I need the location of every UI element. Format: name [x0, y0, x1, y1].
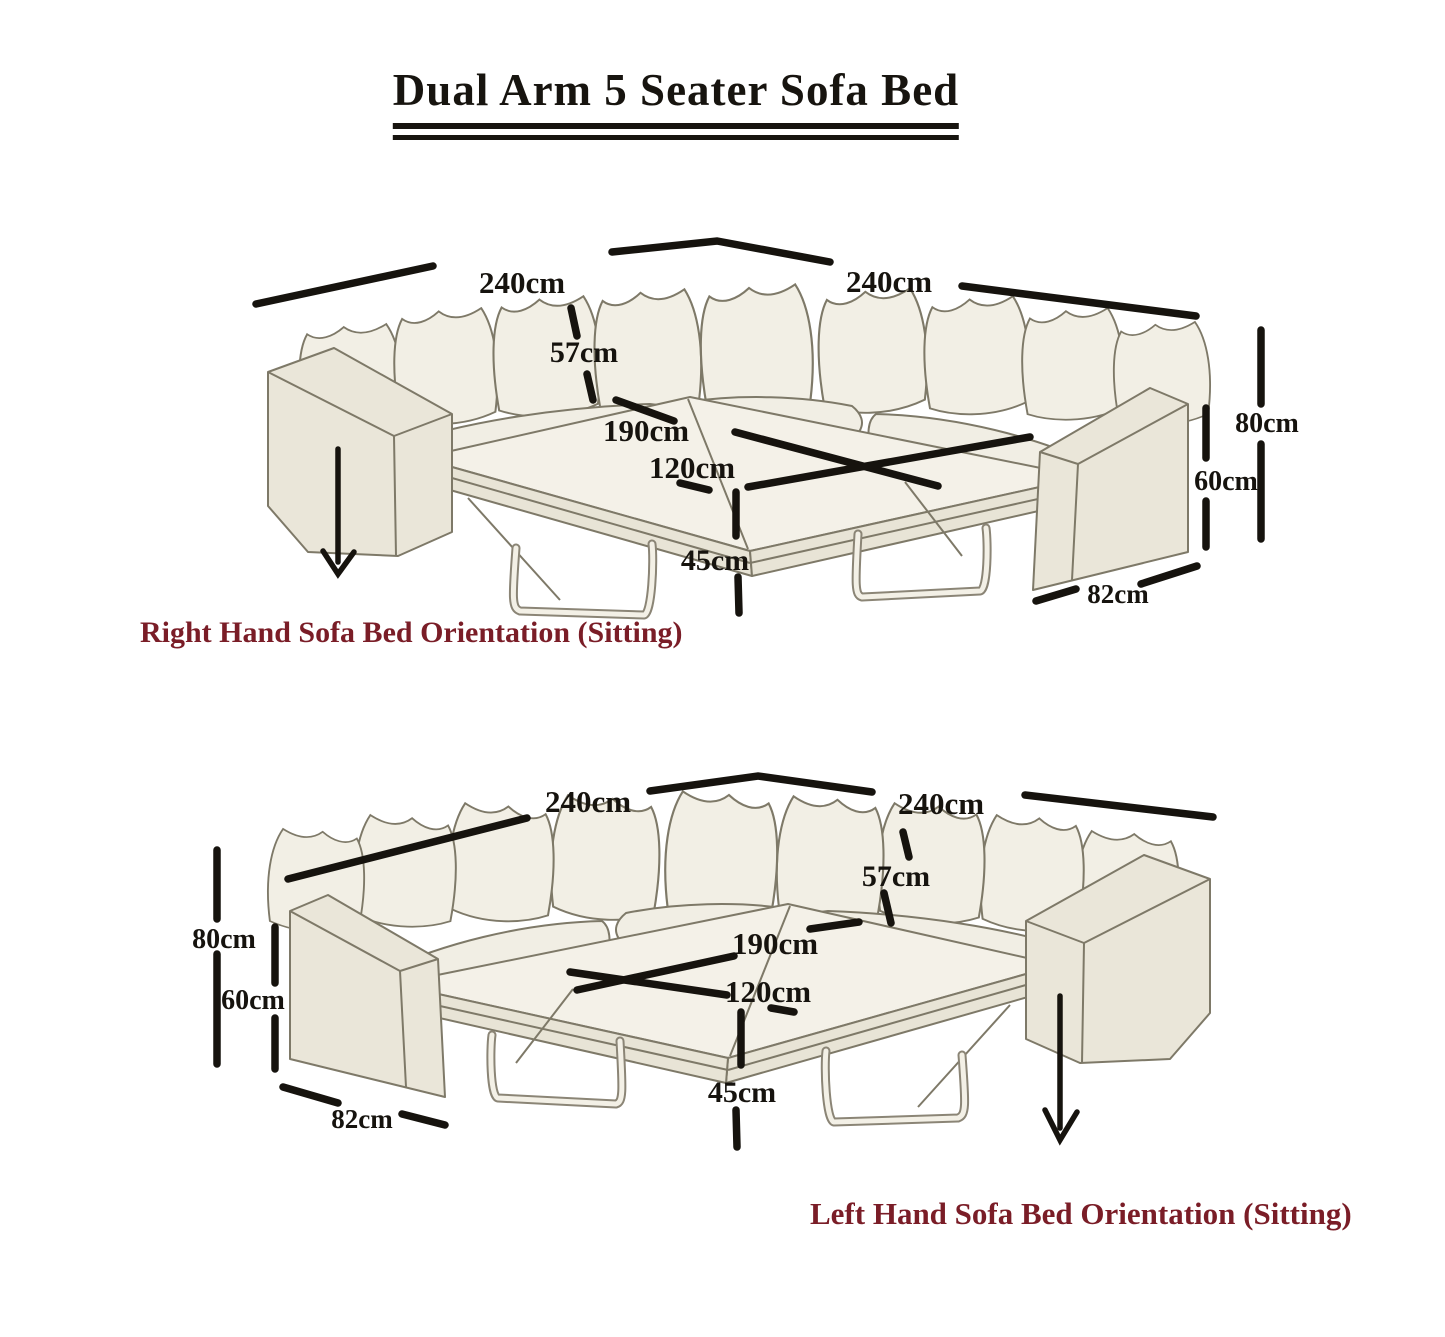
bottom-dim-label-left-width: 240cm [545, 784, 631, 819]
bottom-dim-label-back-height: 80cm [192, 924, 256, 955]
bottom-dim-label-bed-width: 120cm [725, 974, 811, 1009]
top-dim-label-arm-height: 60cm [1194, 466, 1258, 497]
top-orientation-arrow [320, 446, 357, 579]
bottom-dim-line-240 [284, 772, 1217, 883]
bottom-orientation-arrow [1042, 993, 1080, 1146]
top-dim-line-82 [1032, 562, 1201, 605]
bottom-dim-line-82 [279, 1083, 449, 1129]
bottom-dim-label-bed-height: 45cm [708, 1076, 776, 1109]
top-dim-line-240 [252, 237, 1200, 320]
top-dim-line-57 [567, 304, 597, 404]
top-dim-label-bed-width: 120cm [649, 450, 735, 485]
top-sofa-right-hand: 240cm 240cm 57cm 190cm 120cm 45cm 80cm 6… [252, 237, 1299, 617]
top-dim-label-bed-length: 190cm [603, 413, 689, 448]
top-dim-label-cushion: 57cm [550, 336, 618, 369]
bottom-dim-line-190 [573, 918, 863, 994]
bottom-dim-line-120 [566, 968, 798, 1016]
top-dim-label-left-width: 240cm [479, 265, 565, 300]
bottom-dim-line-45 [732, 1008, 745, 1151]
bottom-sofa-left-hand: 240cm 240cm 57cm 190cm 120cm 45cm 80cm 6… [192, 772, 1217, 1151]
page-title: Dual Arm 5 Seater Sofa Bed [392, 65, 960, 115]
bottom-dim-label-bed-length: 190cm [732, 926, 818, 961]
right-hand-caption: Right Hand Sofa Bed Orientation (Sitting… [140, 616, 683, 649]
top-dim-label-right-width: 240cm [846, 264, 932, 299]
top-dim-line-45 [732, 488, 743, 617]
title-underline [392, 123, 960, 129]
page-title-block: Dual Arm 5 Seater Sofa Bed [392, 64, 960, 140]
bottom-dim-label-arm-depth: 82cm [331, 1104, 393, 1134]
top-dim-label-arm-depth: 82cm [1087, 579, 1149, 609]
top-dimension-lines [252, 237, 1265, 617]
left-hand-caption: Left Hand Sofa Bed Orientation (Sitting) [810, 1196, 1352, 1231]
bottom-dim-label-cushion: 57cm [862, 860, 930, 893]
bottom-dim-line-57 [880, 828, 913, 927]
top-dim-line-190 [612, 396, 942, 490]
top-dim-label-back-height: 80cm [1235, 408, 1299, 439]
top-dim-label-bed-height: 45cm [681, 544, 749, 577]
bottom-dim-label-right-width: 240cm [898, 786, 984, 821]
top-dim-line-120 [676, 433, 1034, 494]
bottom-dim-label-arm-height: 60cm [221, 985, 285, 1016]
bottom-dimension-lines [213, 772, 1217, 1151]
title-underline [392, 135, 960, 140]
